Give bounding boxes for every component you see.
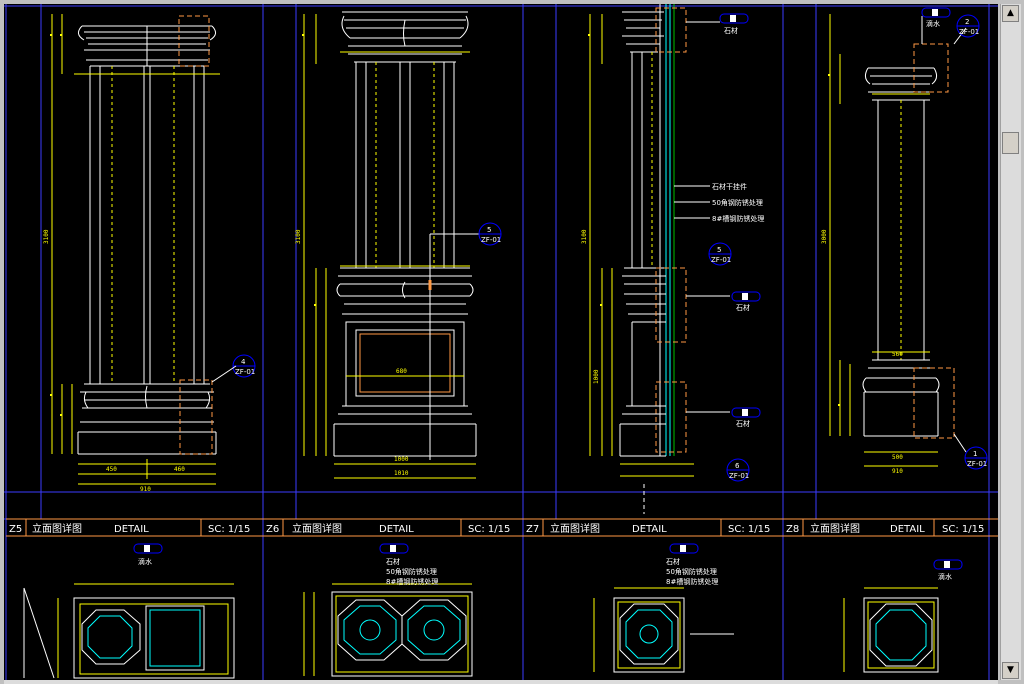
panel-id-z8: Z8 [786,524,799,535]
z7-note-channel: 8#槽钢防锈处理 [712,214,764,223]
panel-scale-z5: SC: 1/15 [208,524,250,535]
svg-text:ZF-01: ZF-01 [729,472,749,480]
svg-text:ZF-01: ZF-01 [481,236,501,244]
scroll-down-icon[interactable]: ▼ [1002,662,1019,679]
z8-section-callout-top: 2 ZF-01 [956,14,980,38]
z5-section-callout: 4 ZF-01 [211,354,256,383]
z7-plan-notes: 石材 50角钢防锈处理 8#槽钢防锈处理 [666,543,718,586]
z5-base-sub-right: 460 [174,466,185,473]
svg-text:滴水: 滴水 [926,19,940,28]
z5-total-dim: 3100 [43,229,50,244]
z7-stone-tag-bottom: 石材 [731,407,761,428]
z5-base-dim: 910 [140,486,151,493]
z5-elevation [51,14,220,485]
z5-plan-tag: 滴水 [133,543,163,566]
scroll-thumb[interactable] [1002,132,1019,154]
panel-detail-z7: DETAIL [632,524,667,535]
z8-section-callout-bottom: 1 ZF-01 [964,446,988,470]
svg-text:5: 5 [487,226,491,234]
svg-text:4: 4 [241,358,246,366]
panel-title-z5: 立面图详图 [32,522,82,535]
z7-section-callout-top: 5 ZF-01 [708,242,732,266]
svg-text:ZF-01: ZF-01 [235,368,255,376]
horizontal-scrollbar[interactable] [4,680,998,684]
z8-plan [843,587,939,673]
panel-detail-z8: DETAIL [890,524,925,535]
svg-text:石材: 石材 [386,557,400,566]
z7-note-angle: 50角钢防锈处理 [712,198,763,207]
z5-plan [23,583,235,679]
z6-base-dim: 1010 [394,470,409,477]
svg-text:石材: 石材 [666,557,680,566]
svg-text:石材: 石材 [736,419,750,428]
z8-base-inner-dim: 500 [892,454,903,461]
z6-base-inner-dim: 1000 [394,456,409,463]
z5-base-sub-left: 450 [106,466,117,473]
z6-panel-dim: 680 [396,368,407,375]
panel-detail-z5: DETAIL [114,524,149,535]
svg-text:8#槽钢防锈处理: 8#槽钢防锈处理 [666,577,718,586]
svg-text:8#槽钢防锈处理: 8#槽钢防锈处理 [386,577,438,586]
z8-wash-tag: 滴水 [921,7,951,28]
z7-note-hanger: 石材干挂件 [712,182,747,191]
panel-title-z8: 立面图详图 [810,522,860,535]
z8-base-dim: 910 [892,468,903,475]
z7-total-dim: 3100 [581,229,588,244]
z7-plan [593,587,734,673]
z7-section-callout-bottom: 6 ZF-01 [726,458,750,482]
svg-text:滴水: 滴水 [138,557,152,566]
z8-col-dim: 560 [892,351,903,358]
svg-text:石材: 石材 [724,26,738,35]
scroll-up-icon[interactable]: ▲ [1002,5,1019,22]
z6-plan [303,583,473,677]
svg-text:50角钢防锈处理: 50角钢防锈处理 [386,567,437,576]
panel-detail-z6: DETAIL [379,524,414,535]
panel-id-z5: Z5 [9,524,22,535]
sheet-frame [4,4,998,680]
z6-elevation [303,11,482,479]
z6-total-dim: 3100 [295,229,302,244]
z7-bottom-dim: 1000 [593,369,600,384]
z7-stone-tag-mid: 石材 [731,291,761,312]
svg-text:石材: 石材 [736,303,750,312]
svg-text:6: 6 [735,462,740,470]
svg-text:滴水: 滴水 [938,572,952,581]
svg-text:5: 5 [717,246,721,254]
svg-text:50角钢防锈处理: 50角钢防锈处理 [666,567,717,576]
panel-title-z7: 立面图详图 [550,522,600,535]
z6-section-callout: 5 ZF-01 [478,222,502,246]
z8-elevation [829,14,967,467]
panel-title-z6: 立面图详图 [292,522,342,535]
panel-scale-z8: SC: 1/15 [942,524,984,535]
z8-total-dim: 3000 [821,229,828,244]
svg-text:2: 2 [965,18,969,26]
svg-text:ZF-01: ZF-01 [959,28,979,36]
svg-text:1: 1 [973,450,977,458]
title-bars [6,518,998,537]
misc-dim-ticks [50,34,840,416]
panel-id-z6: Z6 [266,524,279,535]
z6-plan-notes: 石材 50角钢防锈处理 8#槽钢防锈处理 [379,543,438,586]
svg-text:ZF-01: ZF-01 [967,460,987,468]
cad-drawing-canvas[interactable]: Z5 立面图详图 DETAIL SC: 1/15 Z6 立面图详图 DETAIL… [4,4,998,680]
z7-stone-tag-top: 石材 [719,13,749,35]
z8-plan-tag: 滴水 [933,559,963,581]
panel-scale-z6: SC: 1/15 [468,524,510,535]
svg-text:ZF-01: ZF-01 [711,256,731,264]
vertical-scrollbar[interactable]: ▲ ▼ [1000,4,1021,680]
panel-id-z7: Z7 [526,524,539,535]
z7-section [589,4,730,514]
panel-scale-z7: SC: 1/15 [728,524,770,535]
cad-drawing: Z5 立面图详图 DETAIL SC: 1/15 Z6 立面图详图 DETAIL… [4,4,998,680]
